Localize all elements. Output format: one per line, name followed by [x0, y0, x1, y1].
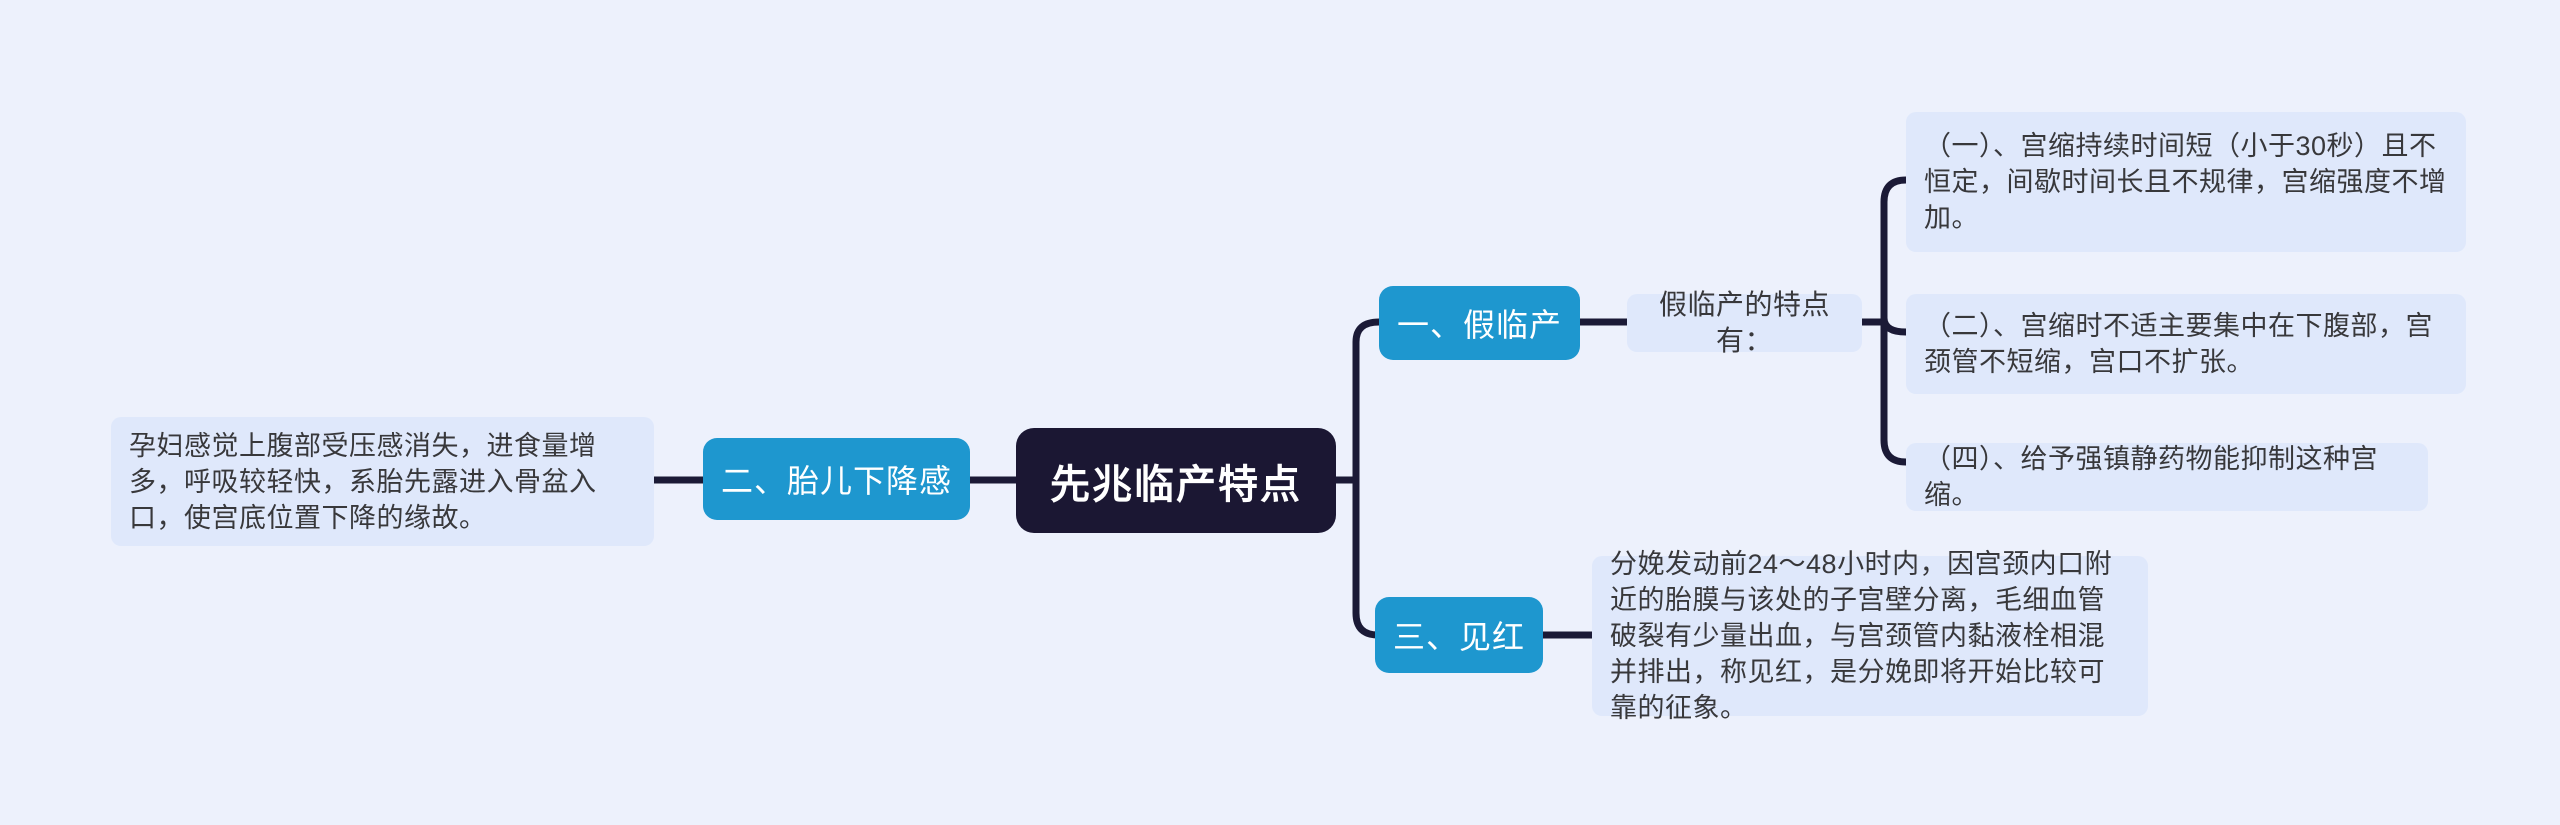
note-fetal-descent[interactable]: 孕妇感觉上腹部受压感消失，进食量增多，呼吸较轻快，系胎先露进入骨盆入口，使宫底位… — [111, 417, 654, 546]
node-fetal-descent[interactable]: 二、胎儿下降感 — [703, 438, 970, 520]
node-bloody-show[interactable]: 三、见红 — [1375, 597, 1543, 673]
note-false-labor-feature-3-text: （四）、给予强镇静药物能抑制这种宫缩。 — [1924, 444, 2378, 510]
label-false-labor-note[interactable]: 假临产的特点有： — [1627, 289, 1862, 356]
note-false-labor-feature-1-text: （一）、宫缩持续时间短（小于30秒）且不恒定，间歇时间长且不规律，宫缩强度不增加… — [1924, 131, 2447, 233]
note-false-labor-feature-3[interactable]: （四）、给予强镇静药物能抑制这种宫缩。 — [1906, 443, 2428, 511]
connector-feature-trunk — [1880, 176, 1910, 466]
connector-root-branch-trunk — [1352, 318, 1383, 639]
note-bloody-show[interactable]: 分娩发动前24～48小时内，因宫颈内口附近的胎膜与该处的子宫壁分离，毛细血管破裂… — [1592, 549, 2148, 723]
note-false-labor-feature-2-text: （二）、宫缩时不适主要集中在下腹部，宫颈管不短缩，宫口不扩张。 — [1924, 311, 2433, 377]
note-bloody-show-text: 分娩发动前24～48小时内，因宫颈内口附近的胎膜与该处的子宫壁分离，毛细血管破裂… — [1610, 549, 2113, 723]
connector-feature-2-branch — [1880, 314, 1910, 336]
node-false-labor[interactable]: 一、假临产 — [1379, 286, 1580, 360]
note-false-labor-feature-2[interactable]: （二）、宫缩时不适主要集中在下腹部，宫颈管不短缩，宫口不扩张。 — [1906, 294, 2466, 394]
note-false-labor-feature-1[interactable]: （一）、宫缩持续时间短（小于30秒）且不恒定，间歇时间长且不规律，宫缩强度不增加… — [1906, 112, 2466, 252]
note-fetal-descent-text: 孕妇感觉上腹部受压感消失，进食量增多，呼吸较轻快，系胎先露进入骨盆入口，使宫底位… — [129, 430, 597, 533]
node-root[interactable]: 先兆临产特点 — [1016, 428, 1336, 533]
